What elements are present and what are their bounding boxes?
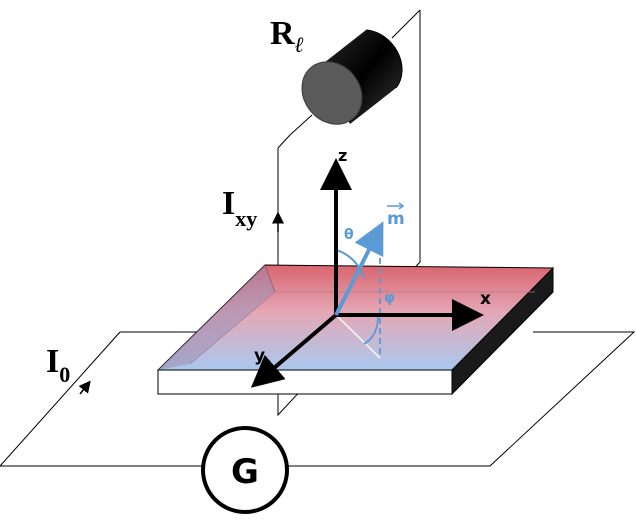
x-axis-label: x [480,289,491,309]
resistor-icon [301,29,403,125]
phi-arc [363,315,379,345]
galvanometer-label: G [231,452,259,492]
z-axis-label: z [338,146,347,165]
galvanometer: G [201,426,289,514]
theta-label: θ [344,227,354,243]
svg-text:m: m [387,209,405,229]
bottom-circuit-wire [0,331,636,467]
i0-current-arrow [78,380,91,395]
y-axis-label: y [254,346,265,366]
theta-arc [335,249,365,279]
ixy-label: Ixy [222,185,257,231]
magnetization-label: m [387,202,405,229]
y-axis-arrow [250,313,338,388]
magnetization-vector [334,221,384,316]
phi-projection-line [335,314,381,359]
sample-slab [156,264,555,396]
i0-label: I0 [46,343,70,387]
resistor-label: Rℓ [270,15,304,57]
phi-label: φ [384,290,395,306]
